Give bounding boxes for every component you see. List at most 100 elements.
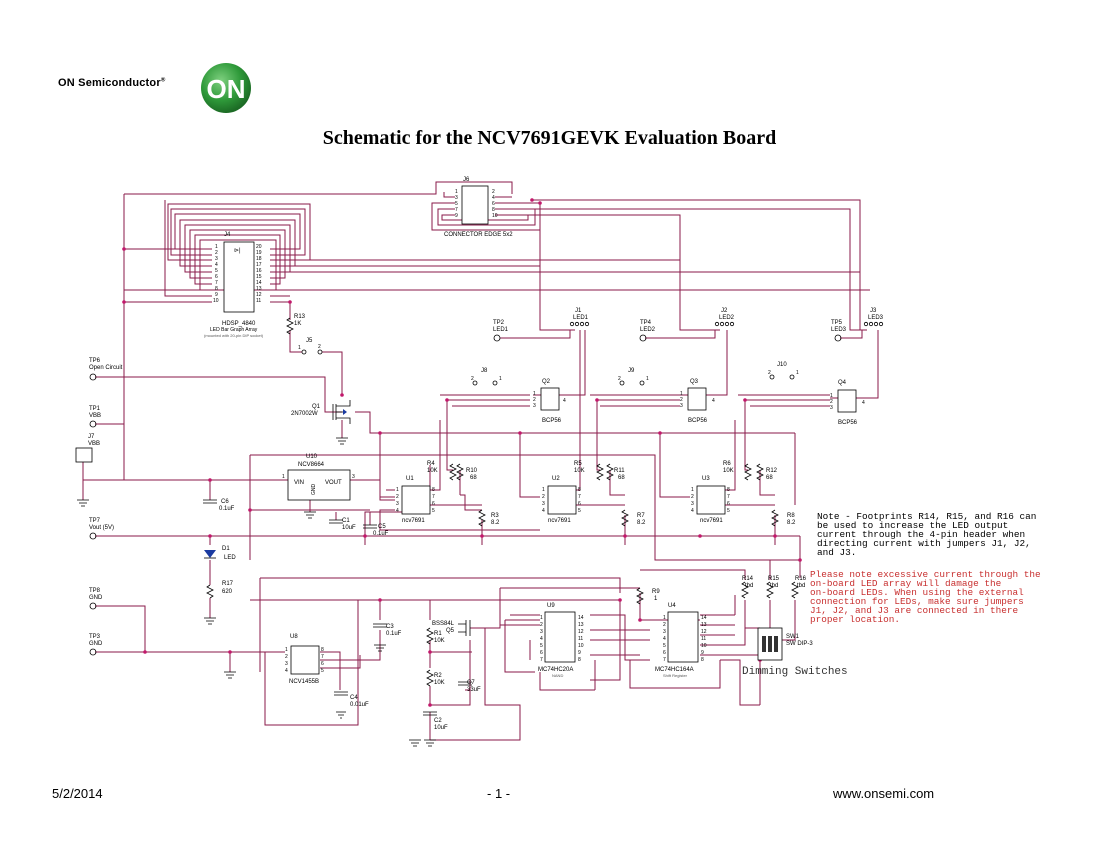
- jumper-j10: J10 2 1: [768, 362, 799, 380]
- svg-text:8: 8: [432, 487, 435, 493]
- svg-text:5: 5: [663, 643, 666, 649]
- svg-text:NAND: NAND: [552, 673, 563, 678]
- led-d1: D1 LED: [204, 546, 236, 561]
- svg-text:10uF: 10uF: [434, 725, 448, 731]
- svg-text:Dimming Switches: Dimming Switches: [742, 666, 848, 678]
- svg-text:TP3: TP3: [89, 634, 101, 640]
- svg-text:8.2: 8.2: [637, 520, 646, 526]
- svg-text:GND: GND: [311, 484, 317, 496]
- svg-text:12: 12: [701, 629, 707, 635]
- svg-text:SW1: SW1: [786, 634, 800, 640]
- svg-text:LED2: LED2: [719, 315, 735, 321]
- svg-text:C5: C5: [378, 524, 386, 530]
- jumper-j5: J5 1 2: [298, 338, 323, 355]
- svg-text:620: 620: [222, 589, 233, 595]
- mosfet-q1: Q1 2N7002W: [291, 400, 351, 445]
- svg-text:1: 1: [285, 647, 288, 653]
- svg-text:2: 2: [830, 399, 833, 405]
- svg-text:12: 12: [256, 292, 262, 298]
- capacitor-c7: C7 33uF: [458, 680, 481, 693]
- svg-text:3: 3: [830, 405, 833, 411]
- svg-text:C6: C6: [221, 499, 229, 505]
- svg-text:directing current with jumpers: directing current with jumpers J1, J2,: [817, 538, 1031, 549]
- svg-text:5: 5: [578, 508, 581, 514]
- testpoint-tp1: TP1 VBB: [89, 406, 101, 428]
- svg-text:1K: 1K: [294, 321, 301, 327]
- svg-text:J1, J2, and J3 are connected i: J1, J2, and J3 are connected in there: [810, 605, 1019, 616]
- svg-text:R10: R10: [466, 468, 478, 474]
- svg-text:13: 13: [701, 622, 707, 628]
- svg-text:NCV1455B: NCV1455B: [289, 679, 319, 685]
- svg-text:4: 4: [712, 398, 715, 404]
- svg-text:18: 18: [256, 256, 262, 262]
- svg-text:C3: C3: [386, 624, 394, 630]
- svg-text:1: 1: [542, 487, 545, 493]
- svg-text:2: 2: [542, 494, 545, 500]
- svg-text:LED1: LED1: [573, 315, 589, 321]
- svg-text:1: 1: [533, 391, 536, 397]
- svg-text:ncv7691: ncv7691: [548, 518, 571, 524]
- svg-text:ncv7691: ncv7691: [700, 518, 723, 524]
- dip-switch-sw1: SW1 SW DIP-3 Dimming Switches: [742, 627, 848, 678]
- capacitor-c2: C2 10uF: [409, 711, 448, 747]
- svg-text:NCV8664: NCV8664: [298, 462, 325, 468]
- svg-text:U3: U3: [702, 476, 710, 482]
- svg-text:R7: R7: [637, 513, 645, 519]
- svg-text:7: 7: [727, 494, 730, 500]
- svg-text:R12: R12: [766, 468, 778, 474]
- capacitor-c3: C3 0.1uF: [373, 623, 402, 652]
- svg-text:C7: C7: [467, 680, 475, 686]
- svg-text:9: 9: [215, 292, 218, 298]
- design-note: Note - Footprints R14, R15, and R16 can …: [817, 511, 1036, 558]
- svg-text:R6: R6: [723, 461, 731, 467]
- svg-text:17: 17: [256, 262, 262, 268]
- svg-text:U9: U9: [547, 603, 555, 609]
- svg-text:33uF: 33uF: [467, 687, 481, 693]
- svg-text:LED Bar Graph Array: LED Bar Graph Array: [210, 327, 258, 333]
- svg-text:VBB: VBB: [88, 441, 100, 447]
- svg-text:8: 8: [578, 657, 581, 663]
- svg-text:10: 10: [492, 213, 498, 219]
- led-bar-j4: J4 ⊳| 1 2 3 4 5 6 7 8 9 10 20 19 18 17 1…: [204, 232, 264, 338]
- testpoint-tp6: TP6 Open Circuit: [89, 358, 123, 381]
- svg-text:11: 11: [578, 636, 583, 642]
- svg-text:4: 4: [492, 195, 495, 201]
- svg-text:4: 4: [691, 508, 694, 514]
- svg-text:4: 4: [215, 262, 218, 268]
- svg-text:8: 8: [578, 487, 581, 493]
- svg-text:U4: U4: [668, 603, 676, 609]
- svg-text:6: 6: [540, 650, 543, 656]
- svg-text:TP2: TP2: [493, 320, 505, 326]
- svg-text:5: 5: [727, 508, 730, 514]
- svg-text:2: 2: [318, 344, 321, 350]
- svg-text:3: 3: [285, 661, 288, 667]
- svg-text:6: 6: [492, 201, 495, 207]
- svg-text:68: 68: [470, 475, 477, 481]
- svg-text:2: 2: [540, 622, 543, 628]
- svg-text:2: 2: [533, 397, 536, 403]
- svg-text:12: 12: [578, 629, 584, 635]
- svg-text:3: 3: [663, 629, 666, 635]
- svg-text:U8: U8: [290, 634, 298, 640]
- svg-text:J10: J10: [777, 362, 787, 368]
- svg-text:D1: D1: [222, 546, 230, 552]
- svg-text:BSS84L: BSS84L: [432, 621, 455, 627]
- svg-text:9: 9: [701, 650, 704, 656]
- svg-text:R5: R5: [574, 461, 582, 467]
- svg-text:10K: 10K: [434, 680, 445, 686]
- svg-text:10K: 10K: [723, 468, 734, 474]
- svg-text:5: 5: [455, 201, 458, 207]
- svg-text:2: 2: [680, 397, 683, 403]
- svg-text:10: 10: [578, 643, 584, 649]
- svg-text:6: 6: [432, 501, 435, 507]
- svg-text:TP7: TP7: [89, 518, 101, 524]
- jumper-j9: J9 2 1: [618, 368, 649, 386]
- svg-text:current through the 4-pin head: current through the 4-pin header when: [817, 529, 1025, 540]
